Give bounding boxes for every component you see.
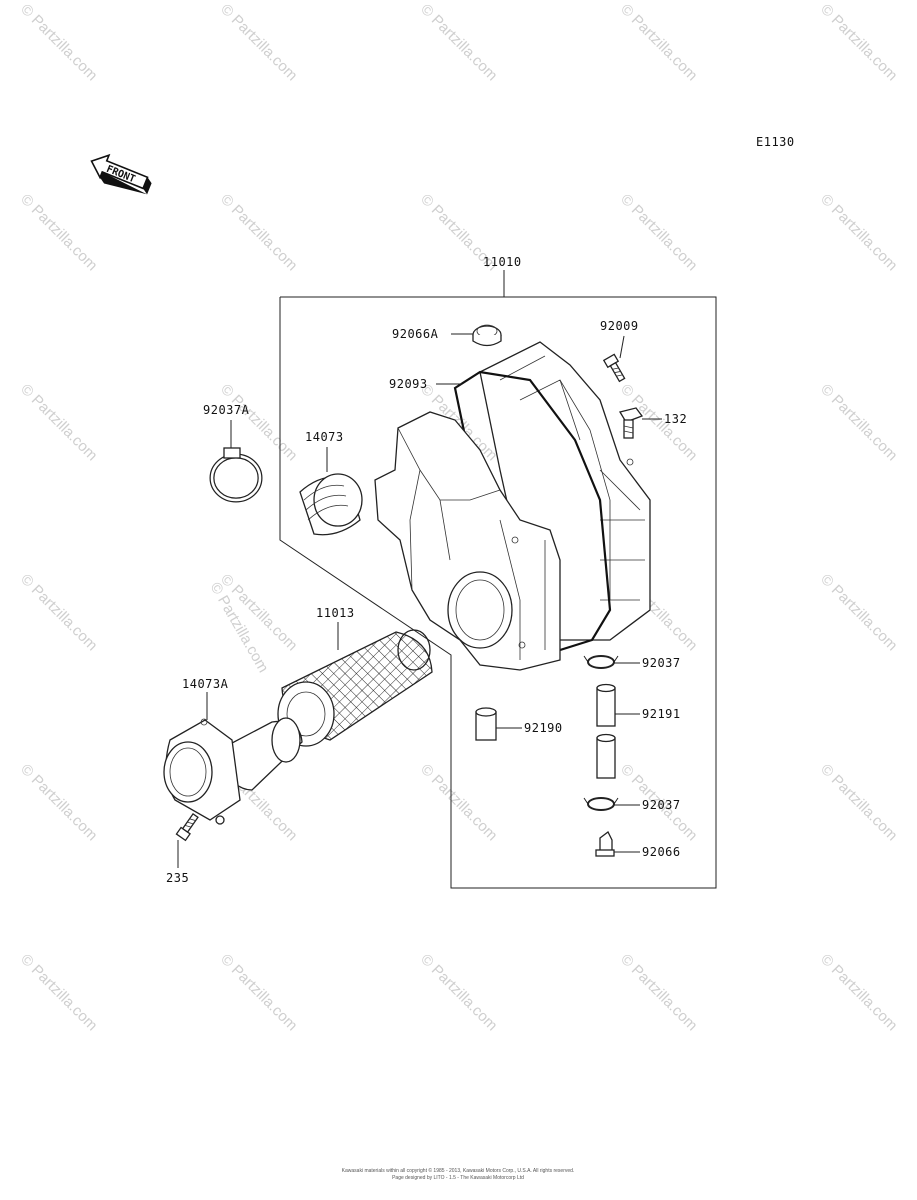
- watermark-text: © Partzilla.com: [417, 1, 500, 84]
- watermark-text: © Partzilla.com: [217, 1, 300, 84]
- footer-line-1: Kawasaki materials within all copyright …: [342, 1167, 575, 1174]
- watermark-text: © Partzilla.com: [17, 571, 100, 654]
- watermark-text: © Partzilla.com: [17, 1, 100, 84]
- watermark-text: © Partzilla.com: [817, 761, 900, 844]
- bolt-icon: [618, 407, 644, 439]
- label-235: 235: [166, 871, 189, 885]
- label-92190: 92190: [524, 721, 563, 735]
- watermark-text: © Partzilla.com: [17, 761, 100, 844]
- watermark-text: © Partzilla.com: [817, 571, 900, 654]
- footer-line-2: Page designed by LITO - 1.5 - The Kawasa…: [392, 1175, 524, 1181]
- label-92037A: 92037A: [203, 403, 250, 417]
- front-arrow-icon: FRONT: [90, 153, 152, 195]
- watermark-text: © Partzilla.com: [817, 1, 900, 84]
- watermark-text: © Partzilla.com: [17, 951, 100, 1034]
- watermark-text: © Partzilla.com: [817, 381, 900, 464]
- label-132: 132: [664, 412, 687, 426]
- clip-lower-icon: [583, 797, 619, 811]
- hose-long-icon: [596, 683, 616, 779]
- hose-small-icon: [475, 707, 497, 741]
- assembly-outline: [279, 296, 717, 889]
- watermark-text: © Partzilla.com: [817, 951, 900, 1034]
- label-92191: 92191: [642, 707, 681, 721]
- screw-icon: [602, 353, 626, 383]
- filter-element-icon: [277, 629, 433, 747]
- watermark-text: © Partzilla.com: [617, 191, 700, 274]
- watermark-text: © Partzilla.com: [617, 1, 700, 84]
- watermark-text: © Partzilla.com: [817, 191, 900, 274]
- label-92037-lower: 92037: [642, 798, 681, 812]
- label-14073: 14073: [305, 430, 344, 444]
- label-92093: 92093: [389, 377, 428, 391]
- watermark-text: © Partzilla.com: [617, 951, 700, 1034]
- inlet-duct-icon: [163, 717, 303, 825]
- watermark-text: © Partzilla.com: [417, 761, 500, 844]
- label-11013: 11013: [316, 606, 355, 620]
- diagram-code: E1130: [756, 135, 795, 149]
- watermark-text: © Partzilla.com: [17, 381, 100, 464]
- label-92066: 92066: [642, 845, 681, 859]
- plug-icon: [595, 831, 615, 857]
- label-92066A: 92066A: [392, 327, 439, 341]
- duct-icon: [299, 473, 363, 536]
- watermark-text: © Partzilla.com: [17, 191, 100, 274]
- air-cleaner-case-icon: [374, 341, 651, 671]
- screw-235-icon: [175, 812, 199, 842]
- watermark-text: © Partzilla.com: [217, 951, 300, 1034]
- clamp-icon: [209, 447, 263, 503]
- label-14073A: 14073A: [182, 677, 229, 691]
- screw-leader: [619, 335, 625, 359]
- watermark-text: © Partzilla.com: [217, 191, 300, 274]
- clip-upper-icon: [583, 655, 619, 669]
- label-92009: 92009: [600, 319, 639, 333]
- label-11010: 11010: [483, 255, 522, 269]
- cap-icon: [472, 324, 502, 347]
- label-92037-upper: 92037: [642, 656, 681, 670]
- watermark-text: © Partzilla.com: [417, 951, 500, 1034]
